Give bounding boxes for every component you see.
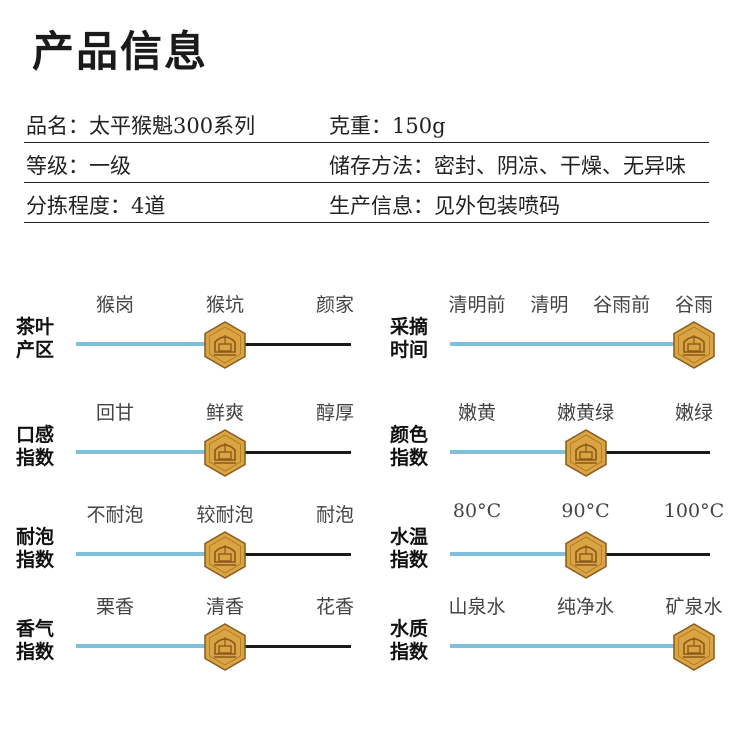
scale-option: 较耐泡 (196, 504, 254, 526)
info-row: 分拣程度：4道 生产信息：见外包装喷码 (24, 182, 709, 223)
scale-fill (76, 450, 225, 454)
scale-label-line: 水温 (390, 526, 429, 548)
scale-option: 纯净水 (556, 596, 615, 618)
scale-label-line: 口感 (16, 424, 55, 446)
scale-option: 谷雨 (674, 294, 714, 316)
scale-option: 醇厚 (315, 402, 355, 424)
scale-fill (76, 342, 225, 346)
hexagon-seal-icon (564, 531, 608, 579)
scale-water-quality: 水质指数山泉水纯净水矿泉水 (390, 592, 730, 682)
hexagon-seal-icon (203, 321, 247, 369)
scale-option: 耐泡 (315, 504, 355, 526)
scale-option: 猴岗 (95, 294, 135, 316)
scale-label-line: 水质 (390, 618, 429, 640)
scale-option: 不耐泡 (86, 504, 144, 526)
scale-label-line: 指数 (16, 549, 55, 571)
scale-option: 谷雨前 (593, 294, 651, 316)
scale-option: 嫩黄 (457, 402, 497, 424)
scale-label-line: 指数 (390, 447, 429, 469)
scale-option: 回甘 (95, 402, 135, 424)
scale-infusion: 耐泡指数不耐泡较耐泡耐泡 (16, 500, 356, 590)
product-name: 品名：太平猴魁300系列 (26, 114, 256, 138)
info-row: 品名：太平猴魁300系列 克重：150g (24, 102, 709, 143)
scale-label: 耐泡指数 (16, 526, 60, 572)
scale-fill (76, 644, 225, 648)
production-info: 生产信息：见外包装喷码 (329, 194, 560, 218)
scale-label-line: 时间 (390, 339, 429, 361)
scale-label-line: 产区 (16, 339, 55, 361)
scale-label: 采摘时间 (390, 316, 434, 362)
scale-option: 鲜爽 (205, 402, 245, 424)
scale-label-line: 香气 (16, 618, 55, 640)
scale-label-line: 指数 (390, 641, 429, 663)
scale-option: 清明 (530, 294, 569, 316)
scale-option: 100°C (663, 500, 725, 522)
scale-label: 颜色指数 (390, 424, 434, 470)
scale-option: 清香 (205, 596, 245, 618)
scale-option: 80°C (452, 500, 502, 522)
scale-option: 90°C (561, 500, 610, 522)
scale-label-line: 采摘 (390, 316, 429, 338)
scale-label-line: 茶叶 (16, 316, 55, 338)
scale-option: 栗香 (95, 596, 135, 618)
scale-fill (450, 450, 586, 454)
scale-option: 猴坑 (205, 294, 245, 316)
product-weight: 克重：150g (329, 114, 446, 138)
scale-harvest: 采摘时间清明前清明谷雨前谷雨 (390, 290, 730, 380)
scale-label-line: 指数 (16, 447, 55, 469)
scale-fill (450, 644, 694, 648)
scale-fill (450, 552, 586, 556)
hexagon-seal-icon (203, 623, 247, 671)
scale-option: 嫩黄绿 (556, 402, 615, 424)
sorting-level: 分拣程度：4道 (26, 194, 166, 218)
hexagon-seal-icon (203, 531, 247, 579)
storage-method: 储存方法：密封、阴凉、干燥、无异味 (329, 154, 686, 178)
scale-option: 矿泉水 (665, 596, 723, 618)
hexagon-seal-icon (672, 623, 716, 671)
scale-label: 茶叶产区 (16, 316, 60, 362)
product-grade: 等级：一级 (26, 154, 131, 178)
scale-taste: 口感指数 回甘 鲜爽 醇厚 (16, 398, 356, 488)
scale-water-temp: 水温指数 80°C 90°C 100°C (390, 500, 730, 590)
scale-option: 山泉水 (448, 596, 506, 618)
scale-label: 口感指数 (16, 424, 60, 470)
scale-option: 嫩绿 (674, 402, 714, 424)
scale-label-line: 指数 (390, 549, 429, 571)
scale-label-line: 颜色 (390, 424, 429, 446)
info-row: 等级：一级 储存方法：密封、阴凉、干燥、无异味 (24, 142, 709, 183)
scale-option: 颜家 (315, 294, 355, 316)
hexagon-seal-icon (672, 321, 716, 369)
scale-label: 水温指数 (390, 526, 434, 572)
scale-color: 颜色指数 嫩黄 嫩黄绿 嫩绿 (390, 398, 730, 488)
scale-label-line: 指数 (16, 641, 55, 663)
page-title: 产品信息 (32, 27, 209, 76)
scale-label: 水质指数 (390, 618, 434, 664)
scale-aroma: 香气指数 栗香 清香 花香 (16, 592, 356, 682)
scale-fill (450, 342, 694, 346)
scale-option: 花香 (315, 596, 355, 618)
hexagon-seal-icon (203, 429, 247, 477)
scale-label-line: 耐泡 (16, 526, 55, 548)
scale-label: 香气指数 (16, 618, 60, 664)
scale-option: 清明前 (448, 294, 506, 316)
scale-origin: 茶叶产区 猴岗 猴坑 颜家 (16, 290, 356, 380)
scale-fill (76, 552, 225, 556)
hexagon-seal-icon (564, 429, 608, 477)
